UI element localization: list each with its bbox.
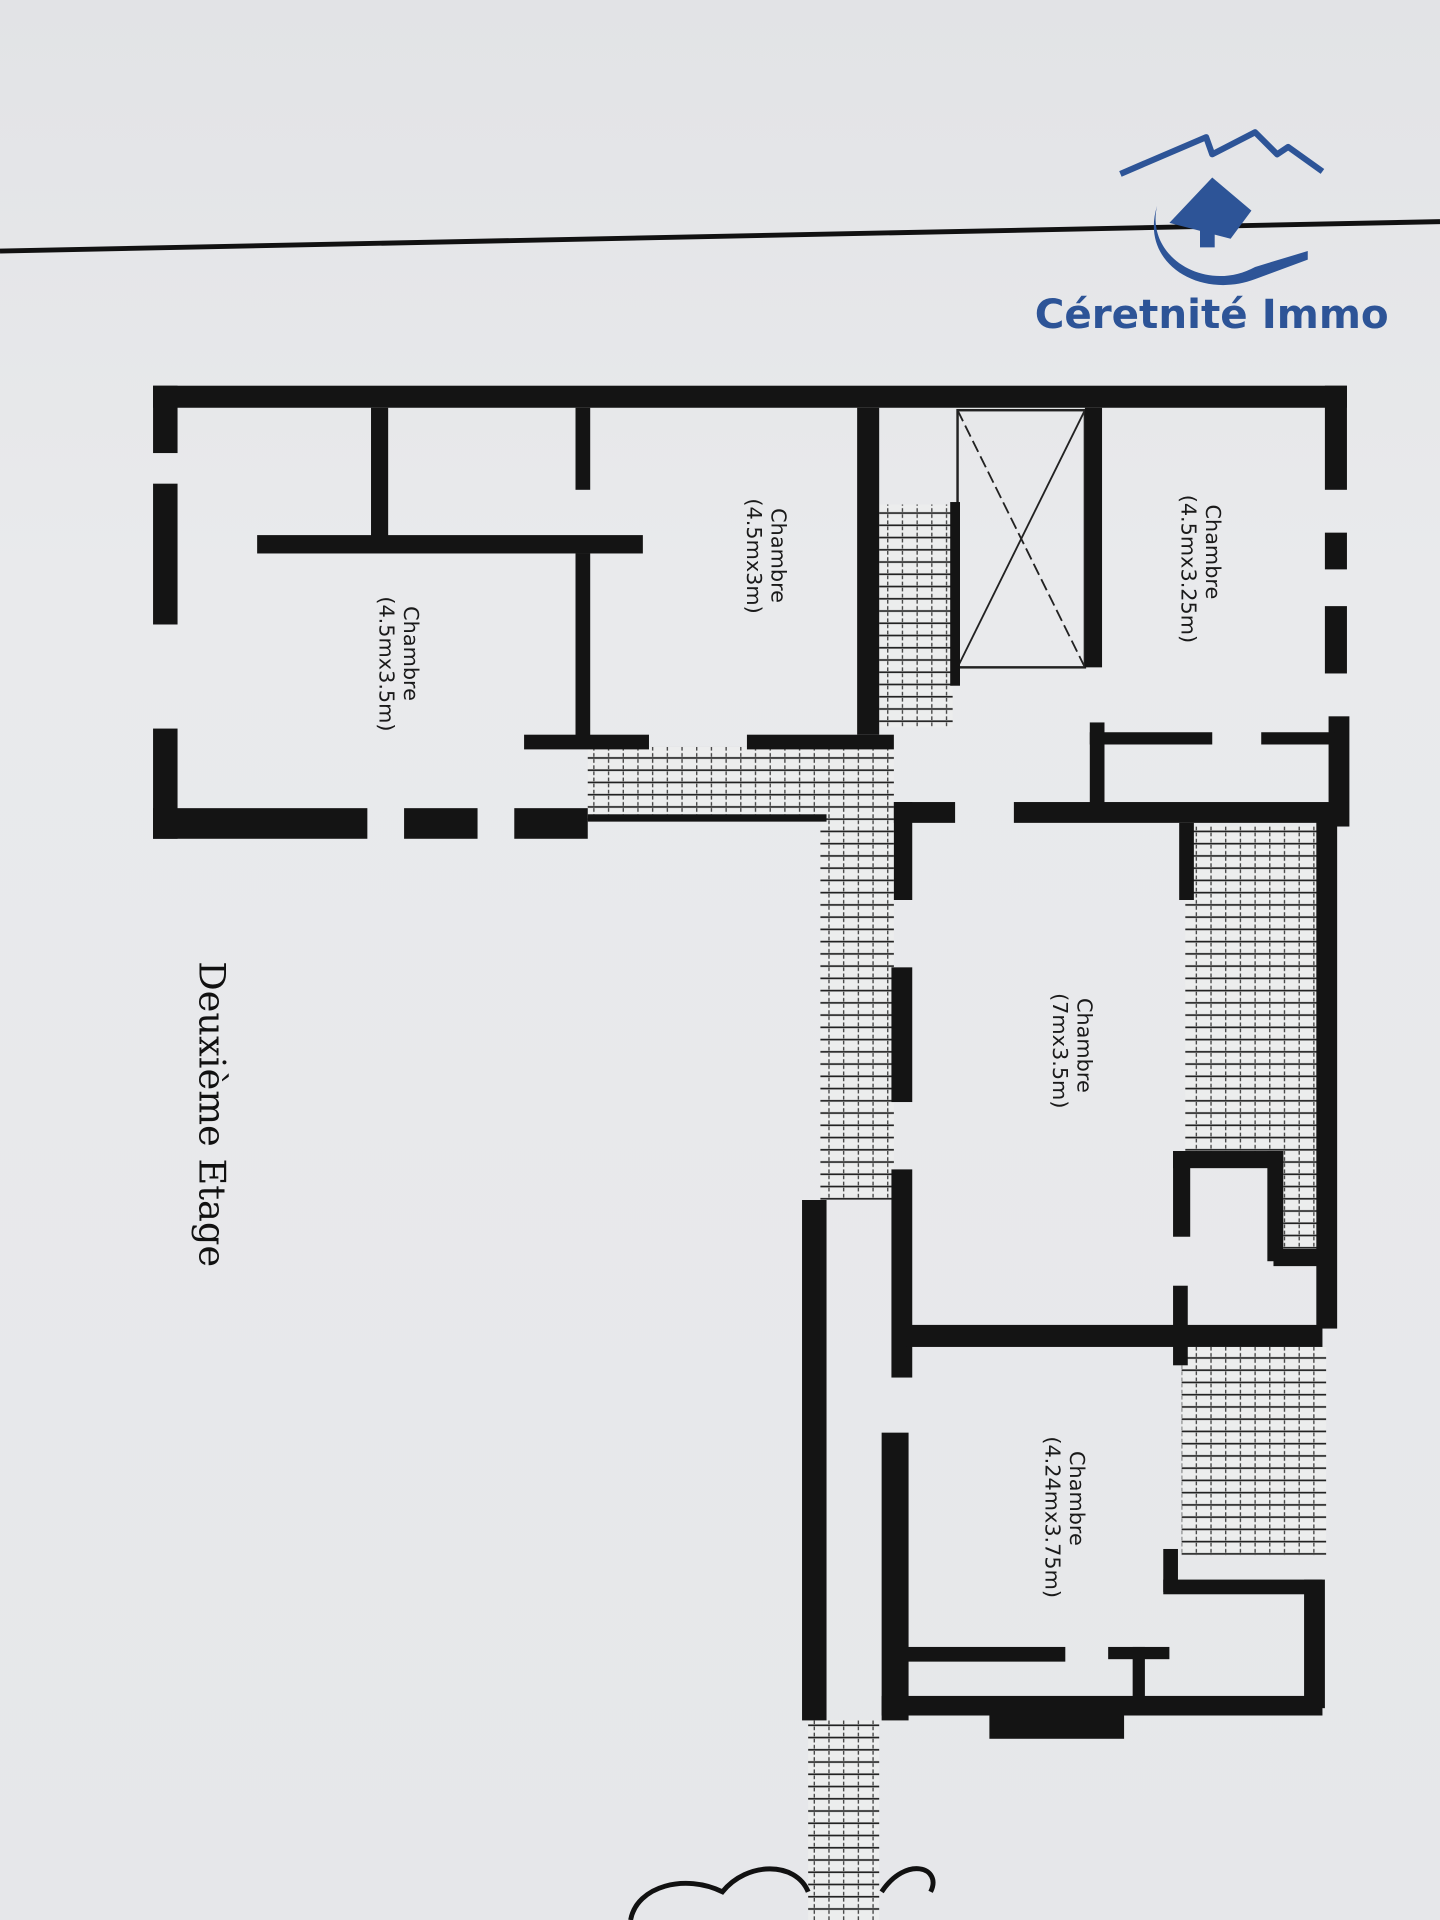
room-dimensions: (4.5mx3.5m) (375, 596, 399, 731)
wall (802, 1200, 827, 1721)
wall (1084, 407, 1103, 668)
room-name: Chambre (399, 606, 423, 701)
wall (1173, 1285, 1188, 1366)
entrance-ornament (628, 1866, 936, 1920)
wall (989, 1708, 1125, 1739)
room-label-1: Chambre (4.5mx3.25m) (1177, 495, 1225, 643)
wall (587, 814, 827, 822)
mountain-icon (1119, 129, 1325, 177)
wall (1089, 732, 1213, 745)
wall (153, 808, 368, 839)
wall (371, 407, 389, 539)
wall (524, 734, 649, 750)
corridors (587, 504, 1333, 1920)
wall (1324, 606, 1347, 674)
wall (404, 808, 478, 839)
logo-text: Céretnité Immo (1035, 290, 1389, 338)
hatched-corridor (1185, 826, 1333, 1155)
wall (514, 808, 588, 839)
wall (1179, 822, 1194, 900)
room-dimensions: (4.5mx3.25m) (1177, 495, 1201, 643)
wall (881, 1432, 909, 1721)
wall (153, 385, 1347, 408)
wall (893, 802, 913, 900)
wall (1089, 722, 1105, 809)
company-logo: Céretnité Immo (1035, 129, 1389, 338)
house-icon (1153, 177, 1308, 286)
hatched-corridor (820, 820, 894, 1200)
wall (1324, 532, 1347, 570)
room-dimensions: (4.24mx3.75m) (1041, 1436, 1065, 1598)
wall (746, 734, 894, 750)
wall (906, 1646, 1066, 1662)
hatched-corridor (587, 746, 894, 821)
room-dimensions: (7mx3.5m) (1048, 993, 1072, 1108)
wall (153, 385, 178, 454)
hatched-corridor (808, 1720, 880, 1920)
wall (1173, 1151, 1284, 1169)
wall (257, 535, 643, 554)
room-name: Chambre (766, 508, 790, 603)
wall (906, 1324, 1323, 1347)
wall (1132, 1646, 1145, 1703)
wall (575, 553, 591, 741)
walls (153, 385, 1350, 1739)
wall (1163, 1548, 1178, 1592)
wall (857, 407, 880, 735)
room-name: Chambre (1201, 504, 1225, 599)
wall (1273, 1248, 1335, 1267)
room-name: Chambre (1073, 998, 1097, 1093)
room-label-2: Chambre (4.5mx3m) (742, 498, 790, 613)
wall (1173, 1151, 1191, 1237)
room-dimensions: (4.5mx3m) (742, 498, 766, 613)
room-name: Chambre (1065, 1451, 1089, 1546)
wall (1324, 385, 1347, 490)
wall (153, 483, 178, 625)
floor-title: Deuxième Etage (191, 961, 234, 1267)
wall (1261, 732, 1335, 745)
hatched-corridor (879, 504, 953, 728)
room-label-4: Chambre (7mx3.5m) (1048, 993, 1096, 1108)
hatched-corridor (1181, 1346, 1327, 1556)
wall (1267, 1151, 1284, 1262)
wall (1316, 820, 1338, 1329)
wall (891, 967, 913, 1103)
wall (575, 407, 591, 490)
stairwell-void (956, 408, 1087, 669)
wall (950, 502, 960, 686)
wall (1013, 802, 1347, 823)
room-label-5: Chambre (4.24mx3.75m) (1041, 1436, 1089, 1598)
wall (1304, 1579, 1325, 1709)
wall (1163, 1579, 1323, 1595)
room-label-3: Chambre (4.5mx3.5m) (375, 596, 423, 731)
